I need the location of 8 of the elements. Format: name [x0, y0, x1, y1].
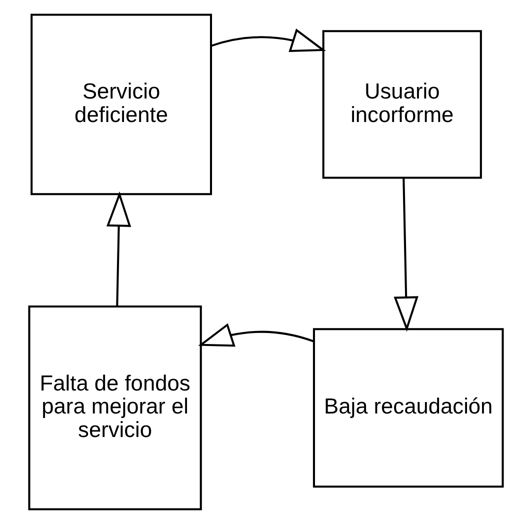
- arrow: [210, 28, 326, 52]
- arrow: [394, 178, 418, 332]
- node-box: Usuario incorforme: [322, 30, 482, 179]
- arrow: [198, 323, 314, 347]
- arrow: [106, 191, 132, 306]
- node-box: Falta de fondos para mejorar el servicio: [28, 305, 202, 510]
- node-box: Baja recaudación: [312, 328, 504, 488]
- node-box: Servicio deficiente: [30, 14, 212, 196]
